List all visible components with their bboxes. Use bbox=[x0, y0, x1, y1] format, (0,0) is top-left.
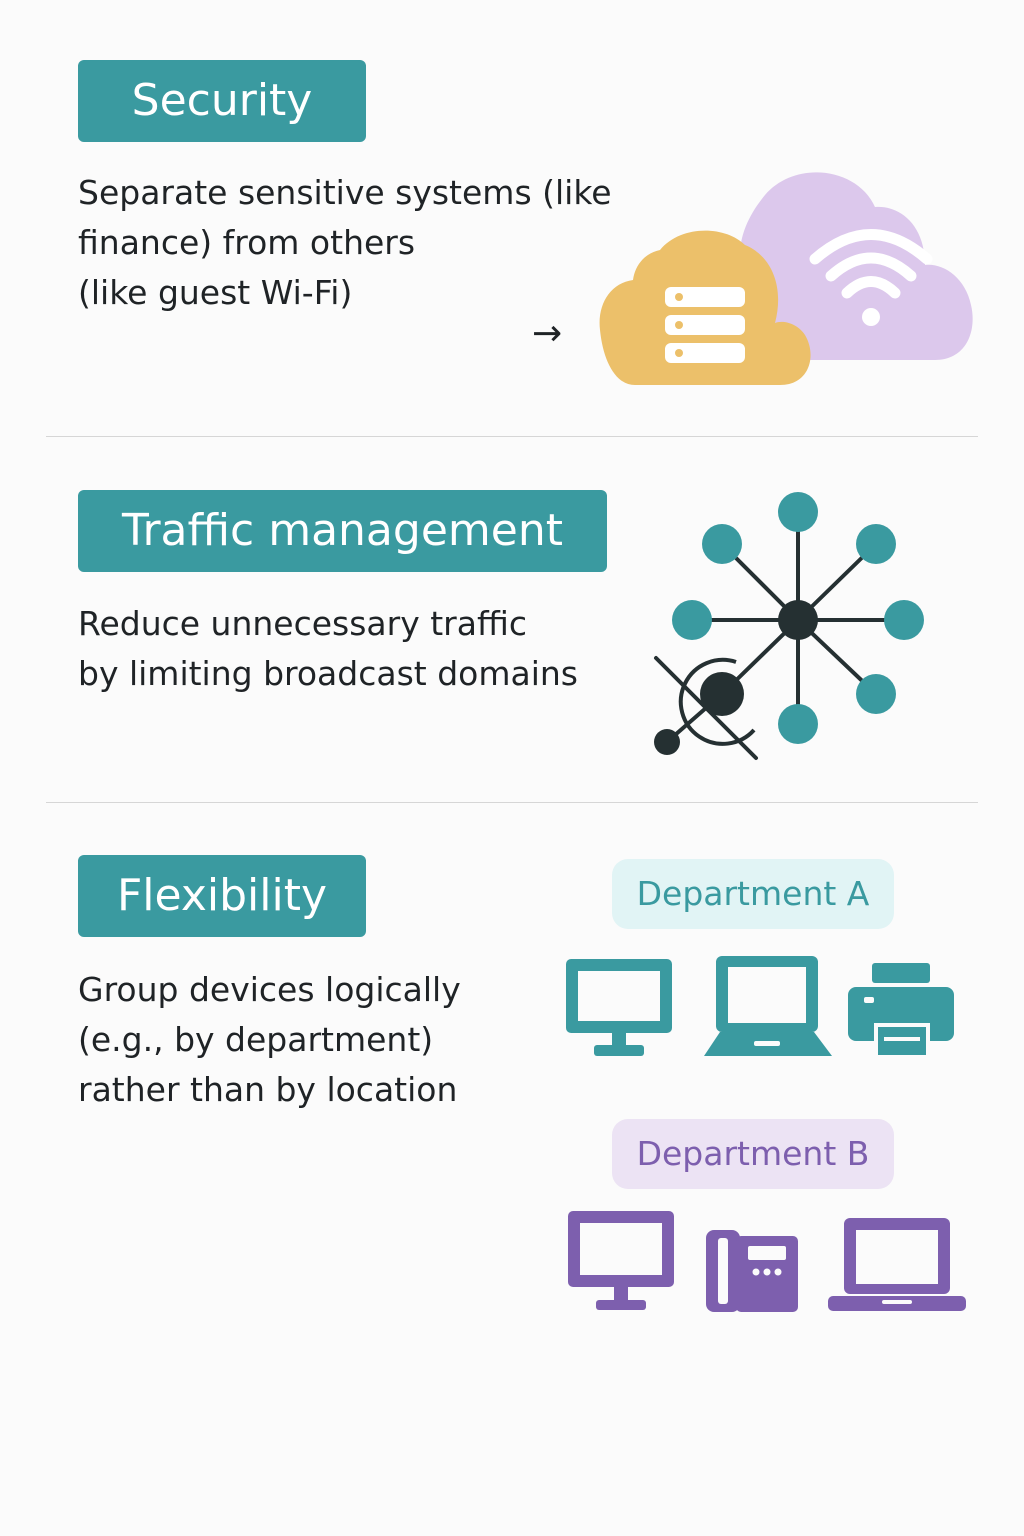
arrow-icon: → bbox=[532, 313, 563, 354]
security-section: Security Separate sensitive systems (lik… bbox=[0, 0, 1024, 436]
blocked-broadcast-icon bbox=[654, 656, 758, 760]
flexibility-description: Group devices logically (e.g., by depart… bbox=[78, 965, 461, 1115]
monitor-icon bbox=[568, 1211, 674, 1310]
security-heading: Security bbox=[78, 60, 366, 142]
flexibility-line-1: Group devices logically bbox=[78, 970, 461, 1009]
security-line-2: finance) from others bbox=[78, 223, 416, 262]
flexibility-heading: Flexibility bbox=[78, 855, 366, 937]
traffic-line-2: by limiting broadcast domains bbox=[78, 654, 578, 693]
security-description: Separate sensitive systems (like finance… bbox=[78, 168, 612, 318]
security-line-3: (like guest Wi-Fi) bbox=[78, 273, 353, 312]
flexibility-line-3: rather than by location bbox=[78, 1070, 458, 1109]
department-a-label: Department A bbox=[612, 859, 894, 929]
network-star-icon bbox=[654, 492, 924, 760]
server-cloud-icon bbox=[599, 230, 811, 385]
monitor-icon bbox=[566, 959, 672, 1056]
laptop-icon bbox=[704, 956, 832, 1056]
divider-2 bbox=[46, 802, 978, 803]
department-a-devices bbox=[566, 956, 954, 1057]
traffic-management-section: Traffic management Reduce unnecessary tr… bbox=[0, 437, 1024, 802]
department-b-label: Department B bbox=[612, 1119, 894, 1189]
department-b-devices bbox=[568, 1211, 966, 1312]
cloud-illustration bbox=[599, 172, 973, 385]
printer-icon bbox=[848, 963, 954, 1057]
traffic-line-1: Reduce unnecessary traffic bbox=[78, 604, 528, 643]
security-line-1: Separate sensitive systems (like bbox=[78, 173, 612, 212]
flexibility-line-2: (e.g., by department) bbox=[78, 1020, 434, 1059]
traffic-management-heading: Traffic management bbox=[78, 490, 607, 572]
flexibility-section: Flexibility Group devices logically (e.g… bbox=[0, 803, 1024, 1536]
traffic-management-description: Reduce unnecessary traffic by limiting b… bbox=[78, 599, 578, 699]
desk-phone-icon bbox=[706, 1230, 798, 1312]
laptop-icon bbox=[828, 1218, 966, 1311]
divider-1 bbox=[46, 436, 978, 437]
